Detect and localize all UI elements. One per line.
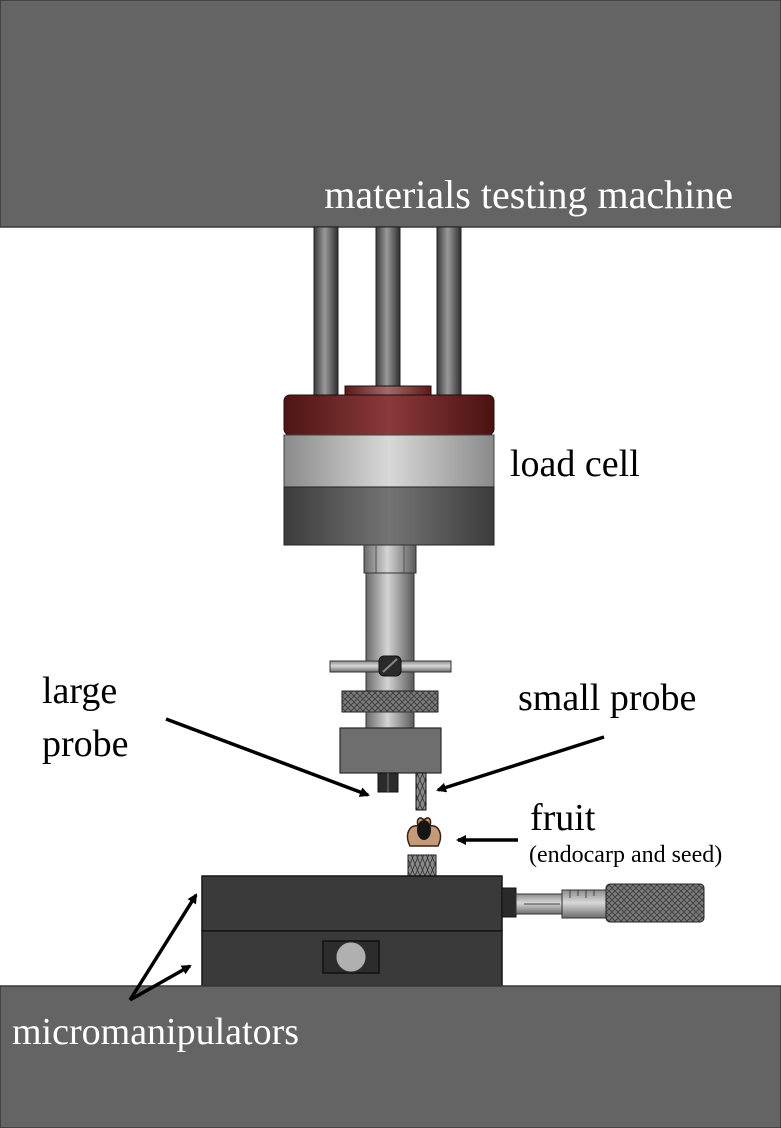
large-probe-arrow [165, 717, 370, 797]
hex-nut [363, 544, 417, 574]
load-cell-label: load cell [510, 443, 640, 485]
micromanipulator-arrow-upper [128, 893, 198, 1001]
knurled-collar [341, 690, 439, 713]
machine-crosshead [0, 0, 781, 228]
load-cell [283, 385, 495, 546]
fruit-sample [406, 817, 442, 847]
small-probe-arrow [436, 735, 605, 793]
probe-holder [339, 727, 442, 774]
micromanipulator-stage [201, 875, 705, 987]
micromanipulator-arrow-lower [129, 964, 192, 1002]
large-probe-label-line1: large [42, 670, 117, 712]
rod-center [375, 226, 401, 393]
machine-label: materials testing machine [324, 172, 733, 217]
rod-right [436, 226, 462, 398]
small-probe-label: small probe [518, 677, 696, 719]
micromanipulators-label: micromanipulators [12, 1011, 299, 1053]
rod-left [313, 226, 339, 398]
fruit-detail-label: (endocarp and seed) [529, 842, 722, 868]
fruit-pedestal [407, 854, 437, 877]
fruit-label: fruit [530, 797, 596, 839]
large-probe-label-line2: probe [42, 723, 129, 765]
small-probe [415, 772, 427, 811]
machine-base [0, 985, 781, 1128]
